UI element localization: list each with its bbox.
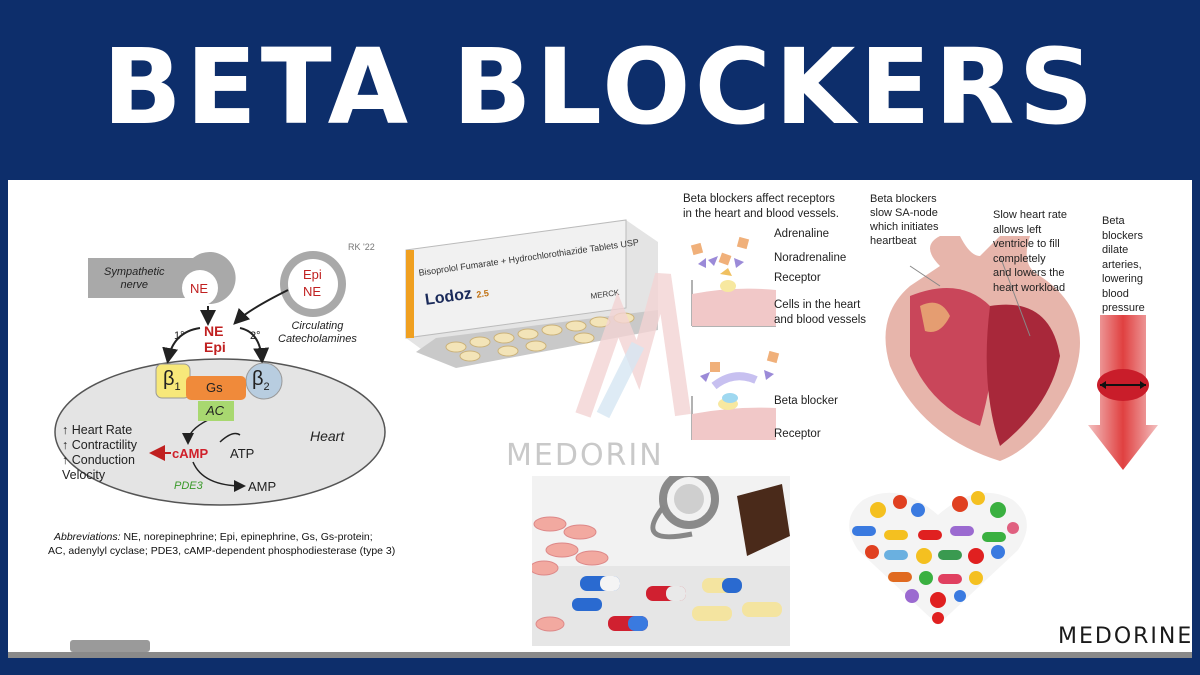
noradrenaline-label: Noradrenaline <box>774 252 847 264</box>
abbreviations-line2: AC, adenylyl cyclase; PDE3, cAMP-depende… <box>48 545 396 557</box>
pill-heart-image <box>849 491 1027 625</box>
receptor-label-2: Receptor <box>774 428 821 440</box>
circulating-label: Circulating Catecholamines <box>278 320 357 345</box>
epi-node: Epi <box>303 267 322 282</box>
adenylyl-cyclase <box>198 401 234 421</box>
epi-label: Epi <box>204 339 226 355</box>
ac-label: AC <box>206 403 225 418</box>
beta-blocker-label: Beta blocker <box>774 395 838 407</box>
effects-list: ↑ Heart Rate ↑ Contractility ↑ Conductio… <box>62 423 138 482</box>
pde3-label: PDE3 <box>174 480 203 492</box>
camp-label: cAMP <box>172 446 209 461</box>
center-watermark: MEDORIN <box>506 438 664 473</box>
heart-cell-ellipse <box>54 358 386 506</box>
adrenaline-label: Adrenaline <box>774 228 829 240</box>
ne-label: NE <box>204 323 224 339</box>
footer-bar <box>8 652 1192 658</box>
dilate-label: Beta blockers dilate arteries, lowering … <box>1102 215 1145 314</box>
grey-object <box>70 640 150 652</box>
rk-label: RK '22 <box>348 242 375 252</box>
gs-protein <box>186 376 246 400</box>
header-banner: BETA BLOCKERS <box>0 0 1200 180</box>
abbreviations: Abbreviations: NE, norepinephrine; Epi, … <box>54 531 373 543</box>
slow-heart-rate-label: Slow heart rate allows left ventricle to… <box>993 209 1067 294</box>
receptor-label: Receptor <box>774 272 821 284</box>
beta2-symbol: β2 <box>252 368 270 393</box>
ne-node-2: NE <box>303 284 322 299</box>
receptor-diagram <box>690 236 780 440</box>
heart-label: Heart <box>310 428 345 444</box>
receptor-caption: Beta blockers affect receptors in the he… <box>683 193 839 220</box>
content-panel: RK '22 Sympathetic nerve NE Epi NE Circu… <box>8 180 1192 652</box>
secondary-label: 2° <box>250 330 261 342</box>
medorine-logo-mark <box>575 272 691 419</box>
amp-label: AMP <box>248 479 277 494</box>
heart-anatomy-illustration <box>885 236 1080 461</box>
brand-watermark: MEDORINE <box>1058 624 1192 649</box>
pills-stethoscope-photo <box>532 476 790 646</box>
primary-label: 1° <box>174 330 185 342</box>
atp-label: ATP <box>230 446 255 461</box>
circulating-inner <box>288 259 338 309</box>
beta1-symbol: β1 <box>163 368 181 393</box>
sa-node-label: Beta blockers slow SA-node which initiat… <box>870 193 939 247</box>
pathway-diagram <box>54 251 386 652</box>
product-box-image <box>405 219 658 368</box>
ne-node: NE <box>190 281 209 296</box>
cells-label: Cells in the heart and blood vessels <box>774 299 867 326</box>
page-title: BETA BLOCKERS <box>102 26 1098 148</box>
artery-illustration <box>1088 315 1158 470</box>
sympathetic-nerve-label: Sympathetic nerve <box>104 266 165 291</box>
gs-label: Gs <box>206 380 223 395</box>
ne-vesicle <box>182 270 218 306</box>
